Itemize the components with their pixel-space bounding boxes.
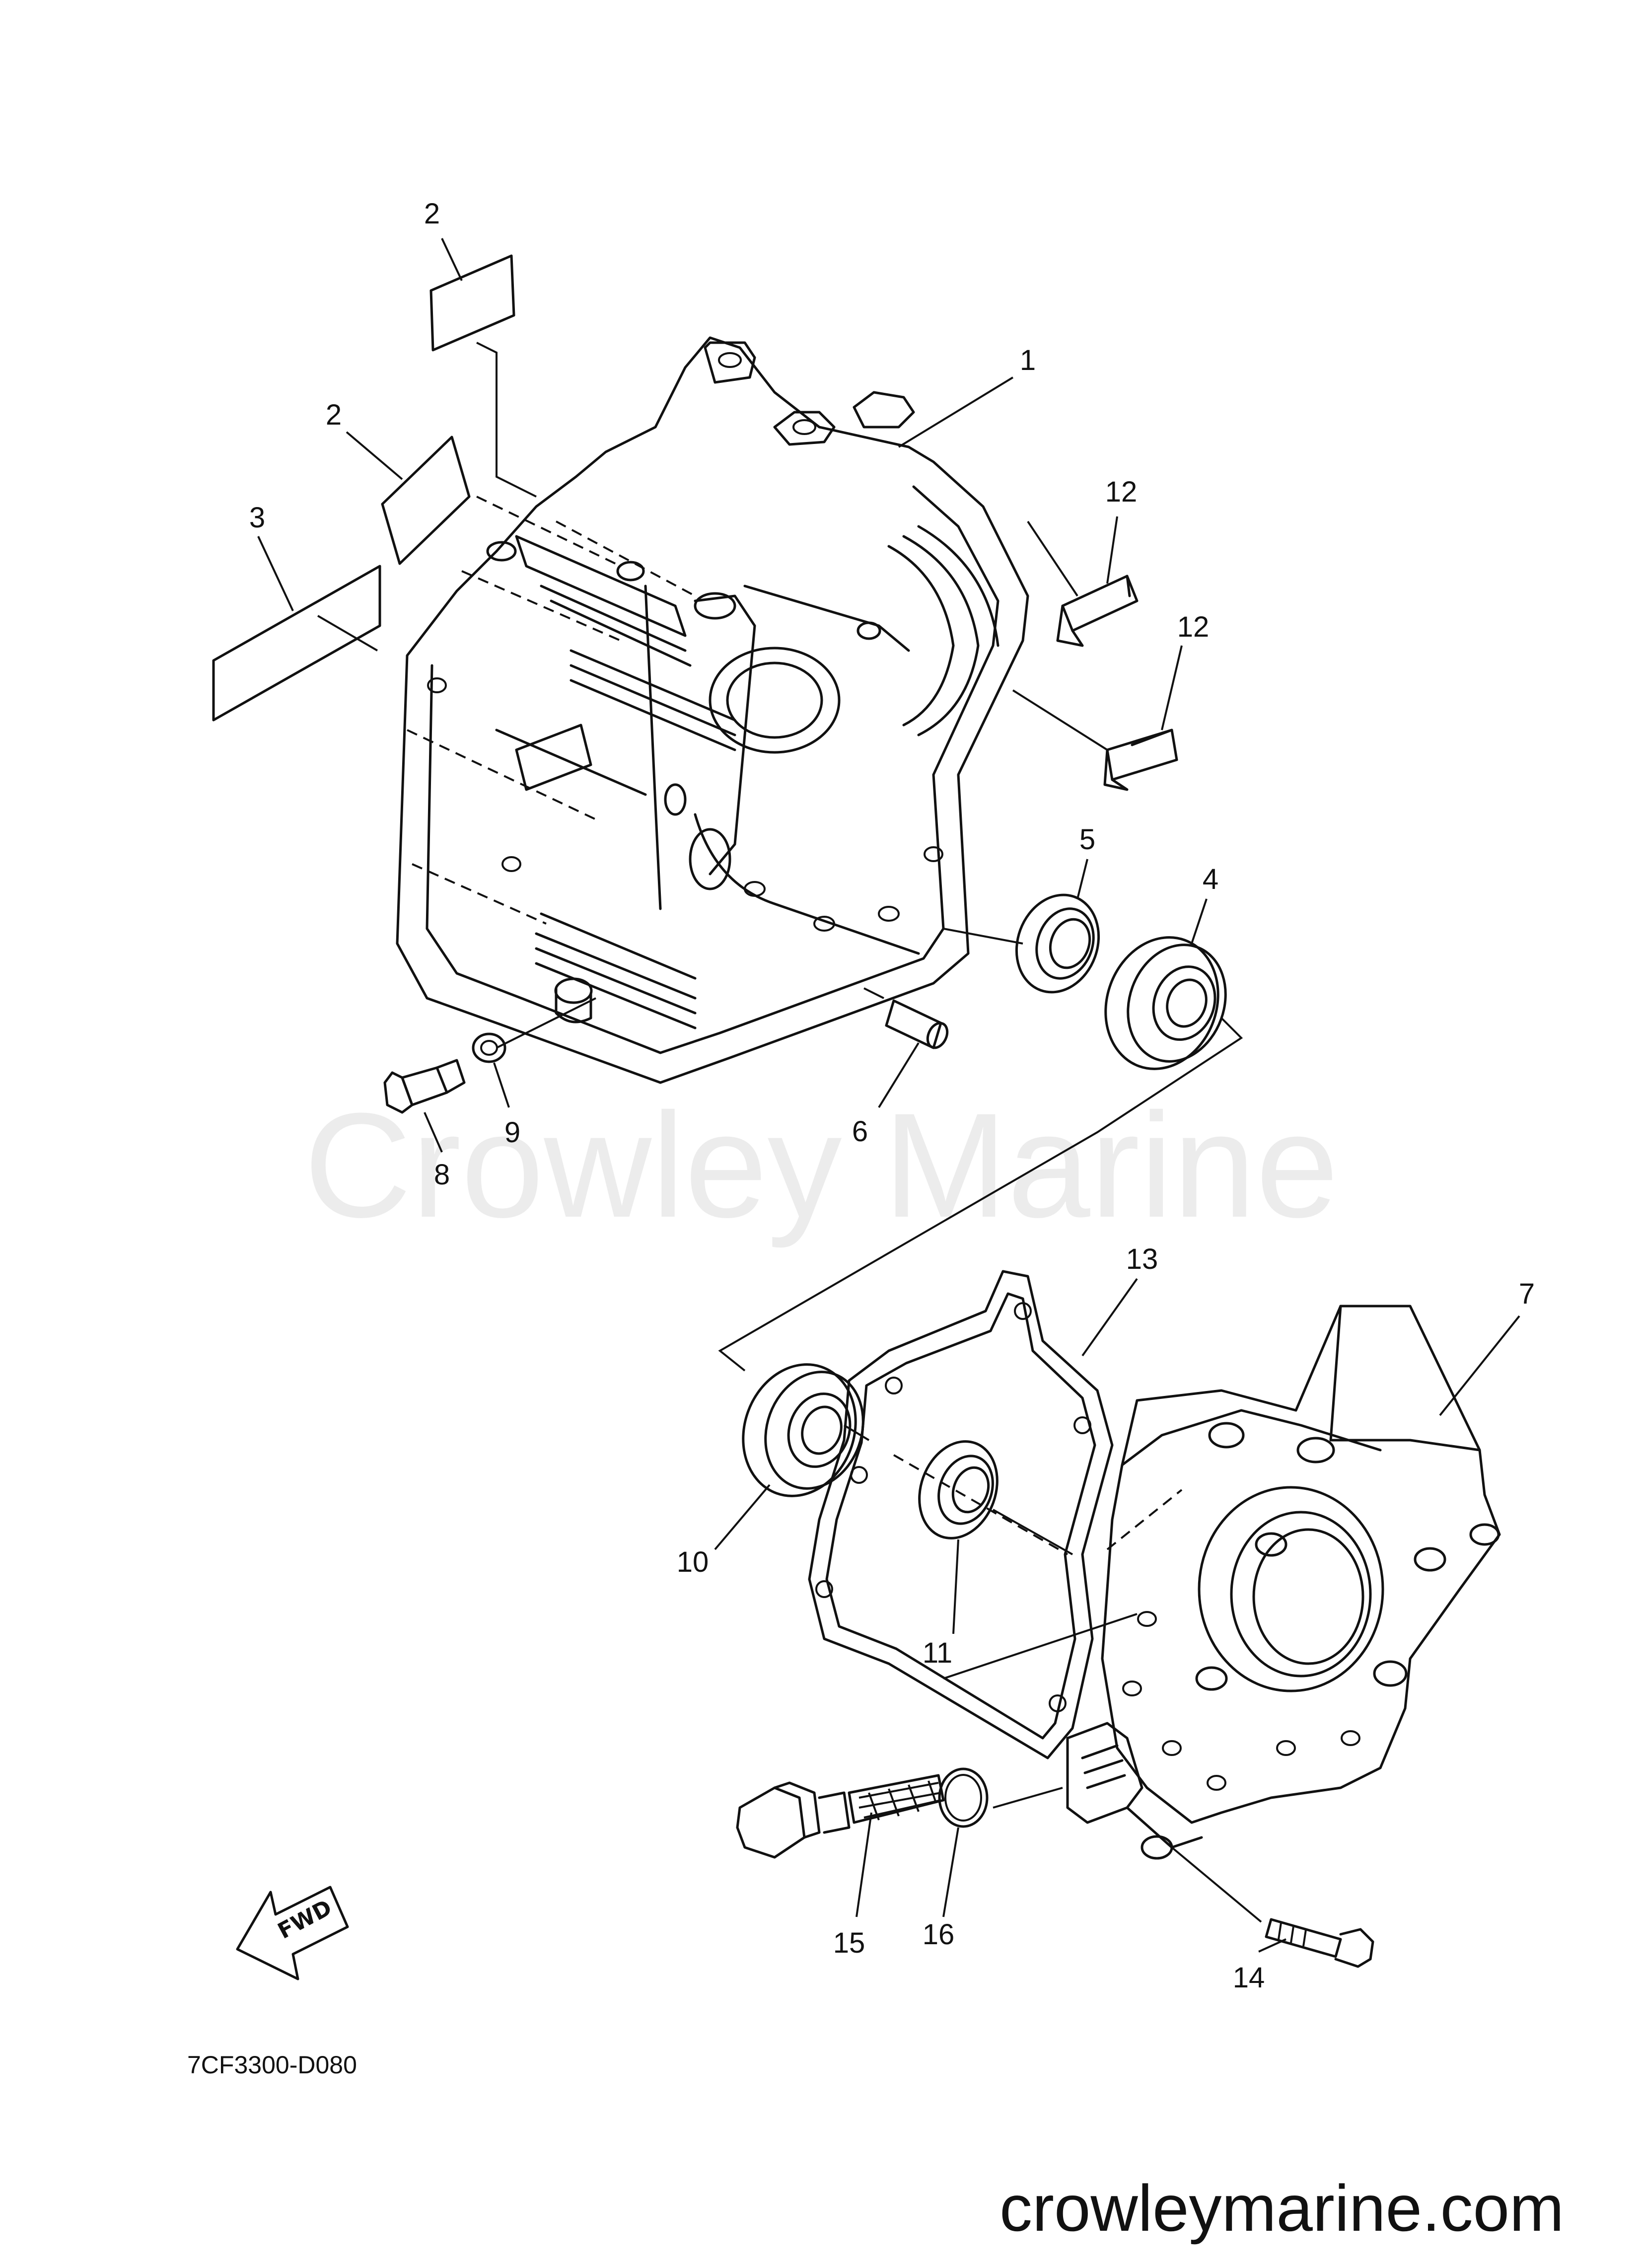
leader-lines xyxy=(257,238,1520,1953)
crankcase-cover-part-7[interactable] xyxy=(1066,1305,1501,1860)
clip-part-12-lower[interactable] xyxy=(1103,729,1178,791)
alignment-lines xyxy=(317,342,1262,1923)
label-plate-part-3[interactable] xyxy=(212,565,381,722)
label-plate-part-2-top[interactable] xyxy=(429,254,515,352)
callout-12-lower: 12 xyxy=(1177,611,1210,643)
callout-16: 16 xyxy=(923,1918,955,1951)
callout-12-upper: 12 xyxy=(1105,476,1138,508)
fwd-arrow-icon: FWD xyxy=(236,1886,349,1980)
gasket-part-13[interactable] xyxy=(808,1270,1114,1759)
oil-seal-part-11[interactable] xyxy=(906,1430,1010,1549)
watermark-text: Crowley Marine xyxy=(304,1082,1339,1249)
callout-13: 13 xyxy=(1126,1243,1158,1275)
callout-1: 1 xyxy=(1020,344,1036,376)
o-ring-part-16[interactable] xyxy=(938,1767,989,1828)
bearing-part-4[interactable] xyxy=(1087,922,1241,1085)
clip-part-12-upper[interactable] xyxy=(1056,575,1139,647)
callout-8: 8 xyxy=(434,1159,450,1191)
callout-5: 5 xyxy=(1079,823,1095,856)
washer-part-9[interactable] xyxy=(472,1032,506,1063)
website-text: crowleymarine.com xyxy=(999,2172,1564,2245)
bearing-part-10[interactable] xyxy=(725,1349,879,1512)
diagram-code: 7CF3300-D080 xyxy=(187,2051,357,2079)
callout-11: 11 xyxy=(923,1637,952,1669)
callout-2-middle: 2 xyxy=(326,399,342,431)
callout-7: 7 xyxy=(1519,1278,1535,1310)
oil-seal-part-5[interactable] xyxy=(1003,883,1112,1004)
callout-4: 4 xyxy=(1203,863,1218,895)
dipstick-part-15[interactable] xyxy=(736,1774,945,1859)
callout-15: 15 xyxy=(833,1927,865,1959)
callout-9: 9 xyxy=(504,1116,520,1149)
dowel-pin-part-6[interactable] xyxy=(885,999,951,1051)
callout-10: 10 xyxy=(677,1546,709,1578)
label-plate-part-2-middle[interactable] xyxy=(381,436,471,565)
bolt-part-8[interactable] xyxy=(383,1059,466,1114)
bolt-part-14[interactable] xyxy=(1265,1918,1374,1968)
callout-2-top: 2 xyxy=(424,198,440,230)
callout-numbers: 1 2 2 3 4 5 6 7 8 9 10 11 12 12 13 14 15… xyxy=(249,198,1535,1994)
crankcase-part-1[interactable] xyxy=(396,336,1029,1084)
callout-14: 14 xyxy=(1233,1962,1265,1994)
callout-6: 6 xyxy=(852,1115,868,1148)
callout-3: 3 xyxy=(249,502,265,534)
